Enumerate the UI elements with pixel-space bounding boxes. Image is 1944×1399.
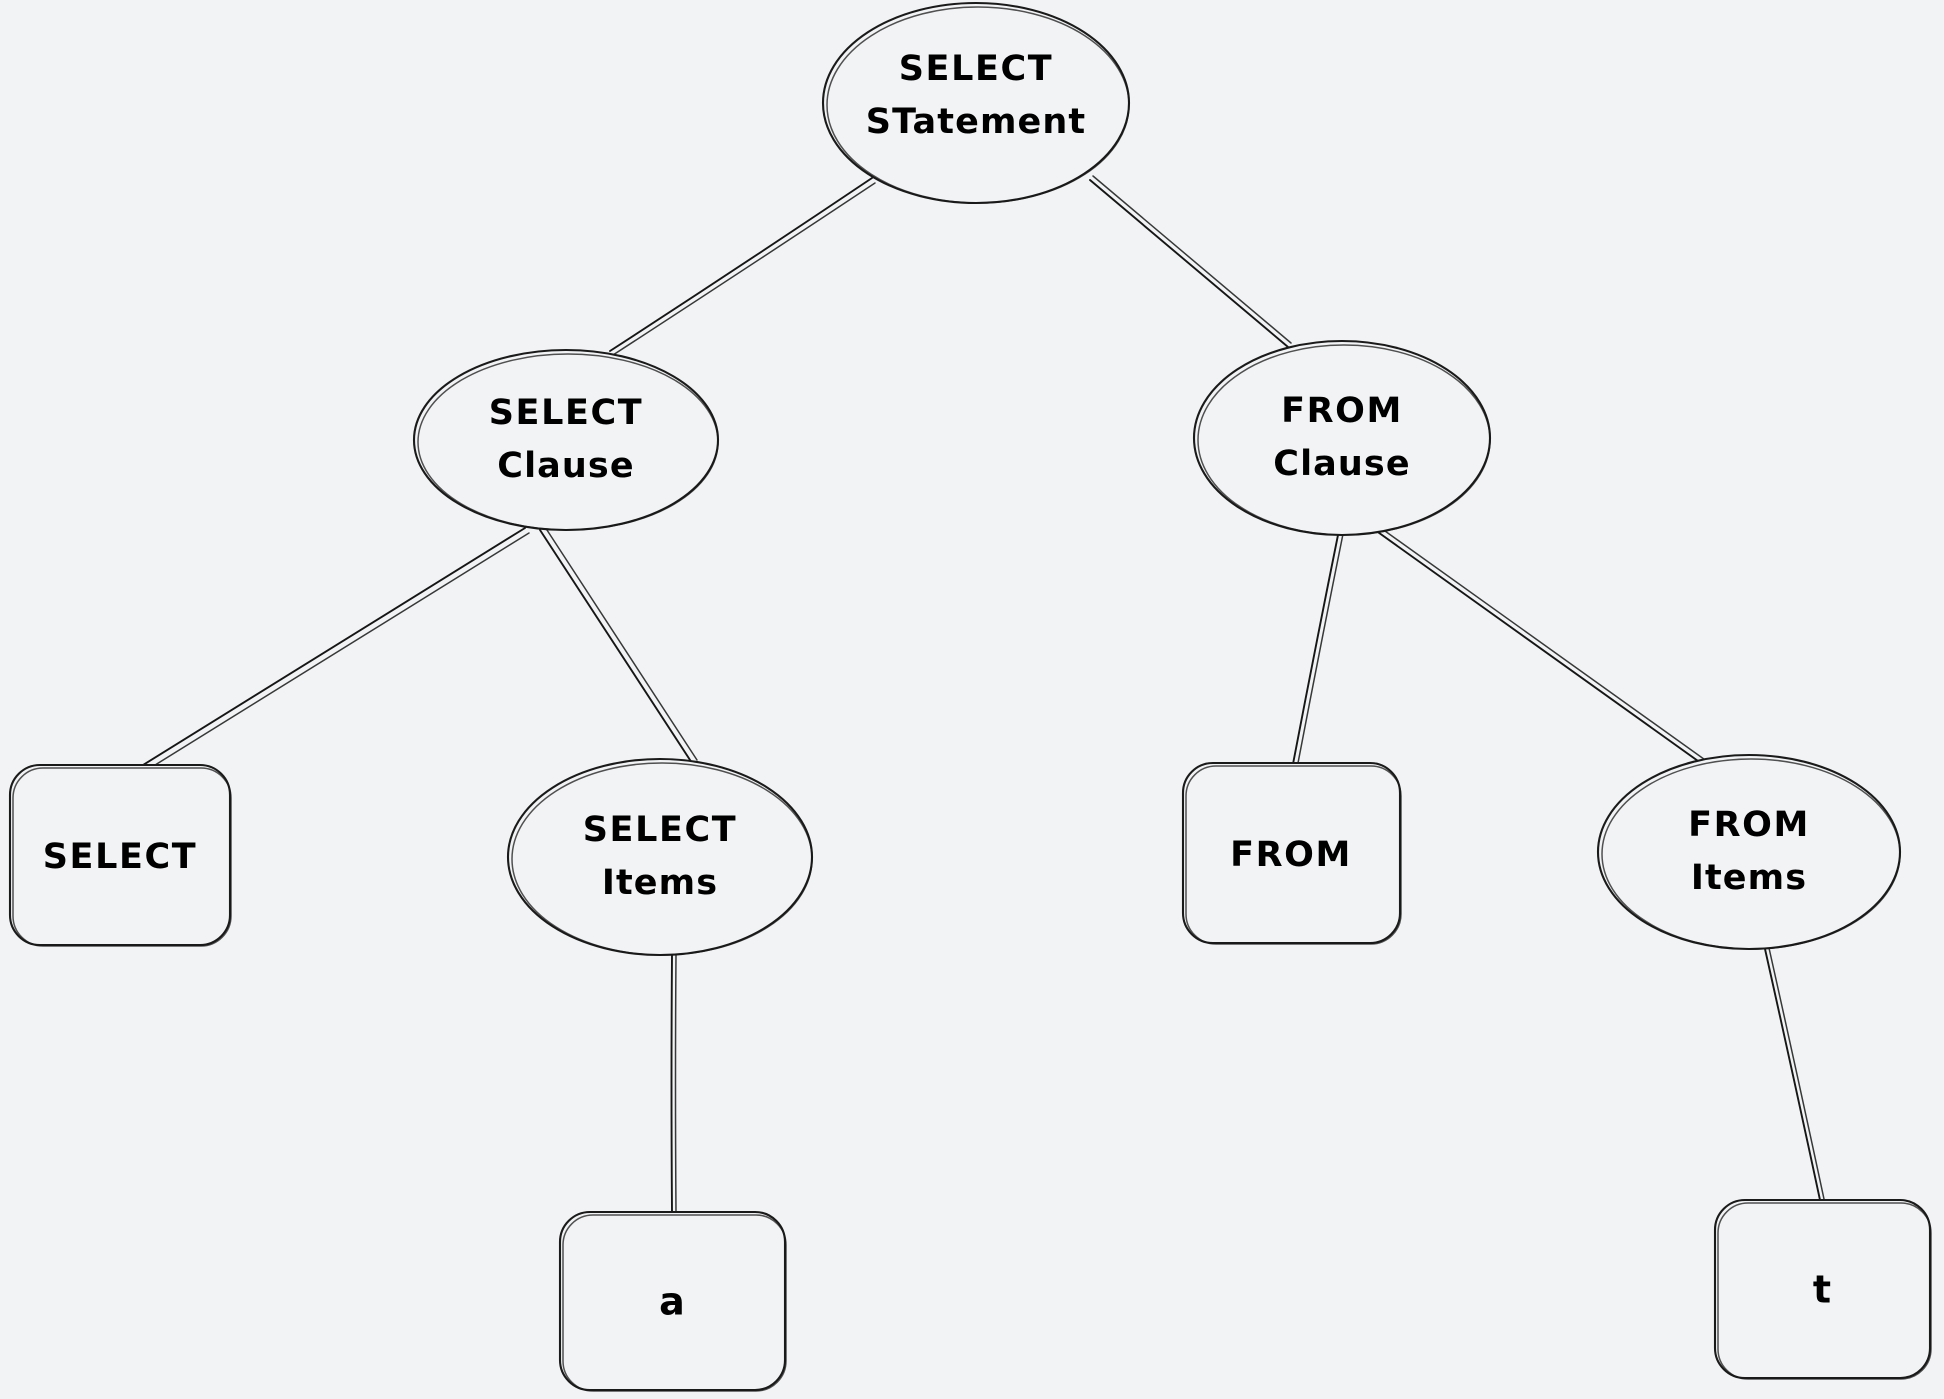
node-select-items[interactable]: SELECT Items bbox=[506, 757, 814, 957]
node-select-terminal-label: SELECT bbox=[43, 837, 198, 877]
node-select-clause-label-line2: Clause bbox=[497, 446, 634, 486]
edge-stroke-secondary bbox=[544, 526, 698, 761]
node-select-items-ellipse-sketch bbox=[511, 762, 813, 956]
edge-stroke-primary bbox=[609, 177, 873, 352]
node-from-clause-label-line1: FROM bbox=[1281, 391, 1403, 431]
node-layer: SELECT STatement SELECT Clause FROM Clau… bbox=[8, 1, 1932, 1392]
node-select-clause-ellipse-sketch bbox=[417, 353, 719, 531]
node-from-terminal[interactable]: FROM bbox=[1181, 761, 1402, 945]
edge-stroke-secondary bbox=[1092, 175, 1292, 344]
node-from-terminal-label: FROM bbox=[1230, 835, 1352, 875]
edge-stroke-secondary bbox=[1297, 533, 1344, 764]
node-from-items[interactable]: FROM Items bbox=[1596, 753, 1902, 951]
node-select-items-label-line2: Items bbox=[602, 863, 718, 903]
node-select-statement-label-line2: STatement bbox=[866, 102, 1086, 142]
edge-stroke-primary bbox=[1292, 534, 1339, 765]
edge-from-items-t bbox=[1764, 947, 1825, 1201]
node-from-clause-ellipse-sketch bbox=[1197, 344, 1491, 536]
edge-stroke-secondary bbox=[138, 532, 530, 776]
node-select-statement-ellipse-sketch bbox=[826, 6, 1130, 204]
node-from-items-ellipse-sketch bbox=[1601, 758, 1901, 950]
edge-stroke-secondary bbox=[1377, 525, 1716, 768]
edge-stroke-secondary bbox=[612, 182, 876, 356]
node-select-terminal[interactable]: SELECT bbox=[8, 763, 232, 947]
edge-stroke-primary bbox=[1764, 948, 1821, 1201]
edge-select-items-a bbox=[670, 954, 677, 1213]
edge-statement-select-clause bbox=[609, 177, 876, 356]
node-select-item-a-rect[interactable] bbox=[558, 1210, 787, 1392]
node-from-item-t-rect-sketch bbox=[1717, 1202, 1932, 1380]
node-select-item-a-rect-sketch bbox=[562, 1214, 787, 1392]
edge-from-clause-from-terminal bbox=[1292, 533, 1344, 765]
edge-stroke-primary bbox=[539, 529, 693, 764]
node-from-item-t-label: t bbox=[1813, 1268, 1831, 1312]
node-select-clause[interactable]: SELECT Clause bbox=[412, 348, 720, 532]
node-select-clause-label-line1: SELECT bbox=[489, 393, 644, 433]
node-from-item-t[interactable]: t bbox=[1713, 1198, 1932, 1380]
edge-select-clause-select-terminal bbox=[134, 527, 530, 776]
edge-stroke-primary bbox=[1374, 529, 1713, 772]
node-from-terminal-rect[interactable] bbox=[1181, 761, 1402, 945]
node-select-statement[interactable]: SELECT STatement bbox=[821, 1, 1131, 205]
node-from-clause-label-line2: Clause bbox=[1273, 444, 1410, 484]
edge-stroke-secondary bbox=[1768, 947, 1825, 1200]
node-select-terminal-rect[interactable] bbox=[8, 763, 232, 947]
edge-stroke-secondary bbox=[674, 954, 677, 1213]
node-select-terminal-rect-sketch bbox=[12, 767, 232, 947]
node-select-item-a[interactable]: a bbox=[558, 1210, 787, 1392]
edge-stroke-primary bbox=[134, 527, 526, 771]
node-from-items-label-line1: FROM bbox=[1688, 805, 1810, 845]
node-select-items-label-line1: SELECT bbox=[583, 810, 738, 850]
edge-select-clause-select-items bbox=[539, 526, 698, 764]
edge-stroke-primary bbox=[670, 954, 673, 1213]
node-select-statement-label-line1: SELECT bbox=[899, 49, 1054, 89]
node-from-items-label-line2: Items bbox=[1691, 858, 1807, 898]
node-from-clause[interactable]: FROM Clause bbox=[1192, 339, 1492, 537]
node-select-item-a-label: a bbox=[659, 1280, 685, 1324]
edge-layer bbox=[134, 175, 1825, 1213]
node-from-terminal-rect-sketch bbox=[1185, 765, 1402, 945]
edge-stroke-primary bbox=[1089, 179, 1289, 348]
edge-from-clause-from-items bbox=[1374, 525, 1716, 772]
edge-statement-from-clause bbox=[1089, 175, 1292, 348]
node-from-item-t-rect[interactable] bbox=[1713, 1198, 1932, 1380]
